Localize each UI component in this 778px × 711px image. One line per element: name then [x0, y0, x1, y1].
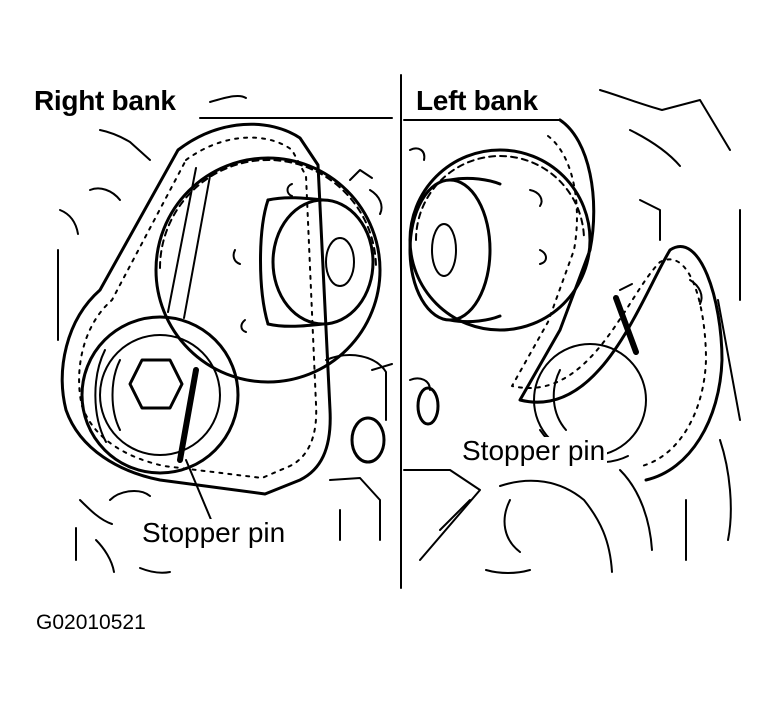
left-stopper-pin	[613, 295, 639, 355]
figure-code: G02010521	[36, 611, 146, 634]
left-timing-chain	[518, 118, 724, 482]
left-bank-title: Left bank	[416, 85, 538, 116]
left-cam-sprocket	[408, 148, 592, 332]
right-bank-title: Right bank	[34, 85, 176, 116]
right-timing-chain	[60, 122, 332, 496]
right-stopper-pin-label: Stopper pin	[140, 517, 288, 548]
right-cam-sprocket	[154, 156, 382, 384]
right-crank-sprocket	[80, 315, 240, 475]
right-stopper-pin	[177, 367, 199, 463]
left-bank-drawing	[403, 89, 741, 574]
left-stopper-pin-label: Stopper pin	[460, 435, 608, 466]
right-bank-drawing	[57, 94, 393, 574]
